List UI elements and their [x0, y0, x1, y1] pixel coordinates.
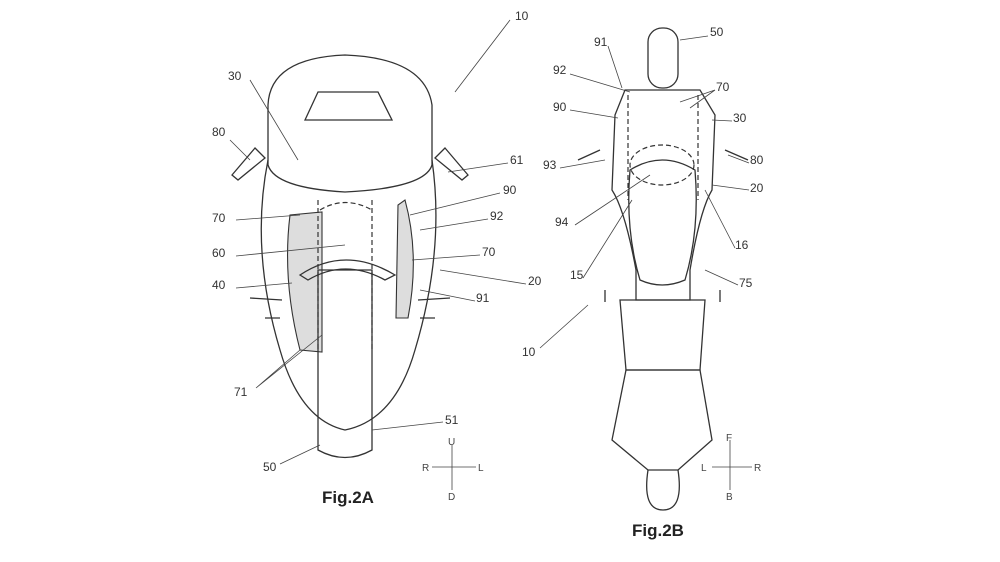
svg-text:R: R	[754, 463, 761, 474]
label-15: 15	[570, 268, 584, 282]
label-10: 10	[522, 345, 536, 359]
label-80: 80	[750, 153, 764, 167]
label-10: 10	[515, 9, 529, 23]
svg-text:U: U	[448, 437, 455, 448]
svg-text:B: B	[726, 492, 733, 503]
label-91: 91	[594, 35, 608, 49]
figure-2b-caption: Fig.2B	[632, 521, 684, 540]
label-71: 71	[234, 385, 248, 399]
label-91: 91	[476, 291, 490, 305]
svg-text:L: L	[701, 463, 707, 474]
label-70-left: 70	[212, 211, 226, 225]
label-94: 94	[555, 215, 569, 229]
label-30: 30	[228, 69, 242, 83]
svg-text:D: D	[448, 492, 455, 503]
label-50: 50	[710, 25, 724, 39]
compass-2b: F B L R	[701, 433, 761, 503]
svg-text:L: L	[478, 463, 484, 474]
label-92: 92	[490, 209, 504, 223]
figure-2b-top-view	[577, 27, 749, 511]
label-50: 50	[263, 460, 277, 474]
label-20: 20	[528, 274, 542, 288]
label-30: 30	[733, 111, 747, 125]
svg-text:R: R	[422, 463, 429, 474]
figure-2a-front-view	[231, 54, 469, 459]
svg-text:F: F	[726, 433, 732, 444]
label-75: 75	[739, 276, 753, 290]
leader-lines	[229, 19, 750, 465]
label-90: 90	[503, 183, 517, 197]
label-20: 20	[750, 181, 764, 195]
label-93: 93	[543, 158, 557, 172]
compass-2a: U D R L	[422, 437, 484, 503]
figure-2a-caption: Fig.2A	[322, 488, 374, 507]
label-80: 80	[212, 125, 226, 139]
label-70: 70	[716, 80, 730, 94]
label-70-right: 70	[482, 245, 496, 259]
label-60: 60	[212, 246, 226, 260]
label-16: 16	[735, 238, 749, 252]
label-92: 92	[553, 63, 567, 77]
label-61: 61	[510, 153, 524, 167]
label-51: 51	[445, 413, 459, 427]
label-40: 40	[212, 278, 226, 292]
label-90: 90	[553, 100, 567, 114]
